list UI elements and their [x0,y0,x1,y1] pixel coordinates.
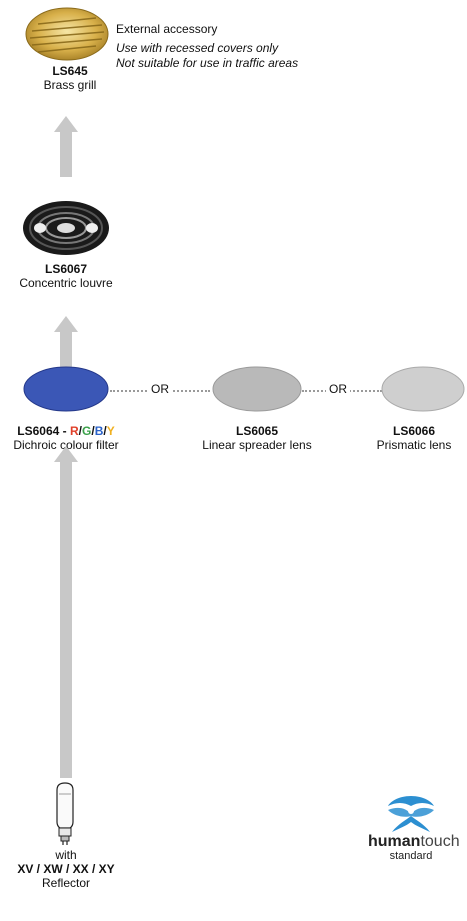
or-label-1: OR [148,382,172,396]
grill-code: LS645 [52,64,88,78]
filter-slash-2: / [91,424,95,438]
logo-wordmark: humantouch [368,833,460,850]
filter-code-prefix: LS6064 - [17,424,70,438]
lamp-name: Reflector [41,876,91,890]
logo-subtitle: standard [389,850,433,862]
louvre-label: LS6067 Concentric louvre [10,262,122,290]
concentric-louvre-image [22,200,110,256]
arrow-head-2 [54,316,78,332]
filter-slash-3: / [103,424,107,438]
filter-color-yellow: Y [106,424,115,438]
lamp-reflector-image [50,782,80,846]
logo-brand-bold: human [368,833,421,850]
humantouch-logo: humantouch standard [368,792,460,864]
spreader-code: LS6065 [235,424,279,438]
grill-note-2: Not suitable for use in traffic areas [116,56,299,70]
grill-heading: External accessory [116,22,218,36]
filter-code: LS6064 - R/G/B/Y [0,424,132,438]
prismatic-label: LS6066 Prismatic lens [362,424,466,452]
prismatic-name: Prismatic lens [376,438,452,452]
filter-slash-1: / [78,424,82,438]
arrow-shaft-3 [60,461,72,778]
lamp-codes: XV / XW / XX / XY [17,862,115,876]
arrow-shaft-2 [60,331,72,375]
grill-note-1: Use with recessed covers only [116,41,279,55]
logo-brand-light: touch [420,833,460,850]
spreader-name: Linear spreader lens [202,438,312,452]
brass-grill-image [24,6,110,62]
filter-label: LS6064 - R/G/B/Y Dichroic colour filter [0,424,132,452]
louvre-code: LS6067 [44,262,88,276]
louvre-name: Concentric louvre [19,276,113,290]
lamp-label: with XV / XW / XX / XY Reflector [0,848,132,890]
spreader-label: LS6065 Linear spreader lens [187,424,327,452]
lamp-with: with [55,848,77,862]
or-label-2: OR [326,382,350,396]
arrow-head-3 [54,446,78,462]
prismatic-lens-image [381,366,465,412]
grill-name: Brass grill [43,78,97,92]
linear-spreader-lens-image [212,366,302,412]
filter-color-green: G [82,424,92,438]
humantouch-mark-icon [388,796,434,832]
dichroic-filter-image [23,366,109,412]
arrow-shaft-1 [60,131,72,177]
arrow-head-1 [54,116,78,132]
prismatic-code: LS6066 [392,424,436,438]
filter-name: Dichroic colour filter [13,438,119,452]
grill-label: LS645 Brass grill [20,64,120,92]
filter-color-blue: B [94,424,104,438]
filter-color-red: R [69,424,79,438]
